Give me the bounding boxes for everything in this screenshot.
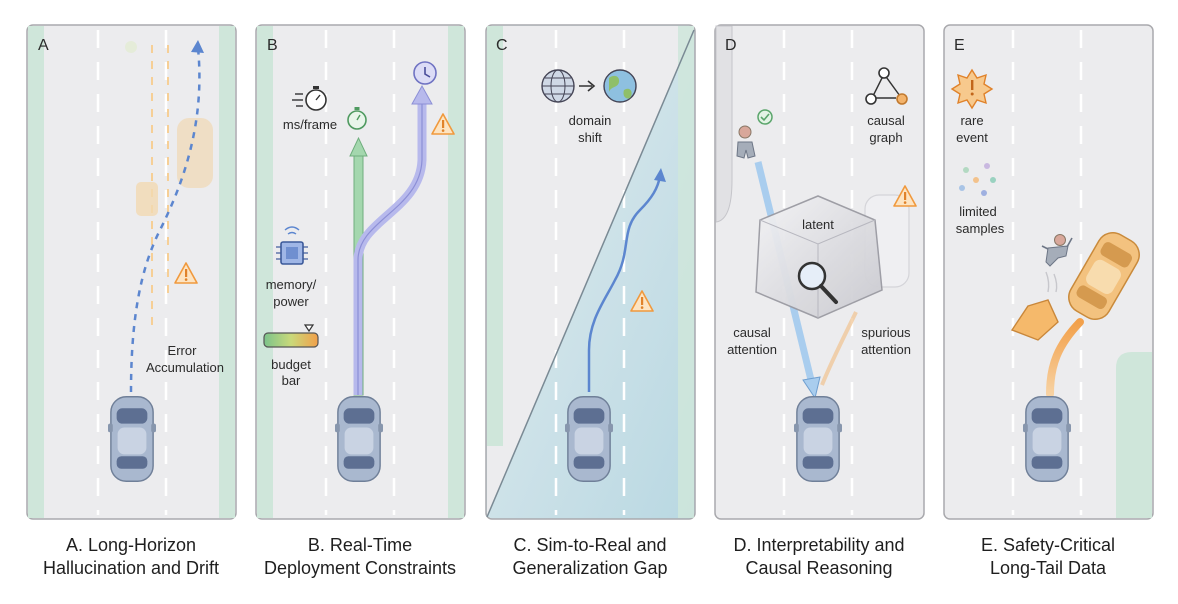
caption-line: E. Safety-Critical xyxy=(980,535,1116,555)
panel-letter: B xyxy=(267,37,278,54)
ego-car-icon xyxy=(794,396,842,482)
faded-marker-icon xyxy=(125,41,137,53)
budget-label: budget xyxy=(271,357,311,372)
caption-line: Causal Reasoning xyxy=(745,558,893,578)
panel-c: domain shift C xyxy=(485,24,696,520)
check-icon xyxy=(757,109,773,125)
ghost-car-icon xyxy=(177,118,213,188)
power-label: power xyxy=(273,294,309,309)
bar-label: bar xyxy=(282,373,301,388)
ego-car-icon xyxy=(565,396,613,482)
caption-e: E. Safety-Critical Long-Tail Data xyxy=(936,534,1160,580)
drift-path xyxy=(129,47,201,393)
event-label: event xyxy=(956,130,988,145)
ghost-car-icon xyxy=(136,182,158,216)
spurious-attention-path xyxy=(820,311,858,386)
caption-c: C. Sim-to-Real and Generalization Gap xyxy=(478,534,702,580)
scatter-dots-icon xyxy=(959,163,996,196)
caption-line: C. Sim-to-Real and xyxy=(513,535,667,555)
spurious-attention-label: spurious xyxy=(861,325,911,340)
orange-car-icon xyxy=(1068,232,1140,320)
pedestrian-icon xyxy=(736,125,756,159)
ego-car-icon xyxy=(1023,396,1071,482)
panel-b: ms/frame memory/ power budget bar B xyxy=(255,24,466,520)
ms-frame-label: ms/frame xyxy=(283,117,337,132)
panel-letter: E xyxy=(954,37,965,54)
panel-letter: D xyxy=(725,37,737,54)
error-label: Error xyxy=(168,343,198,358)
panel-e: rare event limited samples E xyxy=(943,24,1154,520)
debris-box-icon xyxy=(1010,299,1059,341)
ego-car-icon xyxy=(108,396,156,482)
clock-icon xyxy=(413,61,437,85)
rare-label: rare xyxy=(960,113,983,128)
samples-label: samples xyxy=(956,221,1005,236)
chip-icon xyxy=(276,226,308,265)
memory-label: memory/ xyxy=(266,277,317,292)
motion-lines xyxy=(1045,271,1058,293)
rare-event-icon xyxy=(950,68,994,110)
caption-a: A. Long-Horizon Hallucination and Drift xyxy=(19,534,243,580)
budget-bar-icon xyxy=(263,324,319,348)
panel-a: A Error Accumulation xyxy=(26,24,237,520)
caption-line: B. Real-Time xyxy=(307,535,413,555)
caption-line: Generalization Gap xyxy=(512,558,668,578)
shift-label: shift xyxy=(578,130,602,145)
accumulation-label: Accumulation xyxy=(146,360,224,375)
causal-attention-label: causal xyxy=(733,325,771,340)
magnifier-icon xyxy=(797,261,838,304)
causal-graph-label: causal xyxy=(867,113,905,128)
ego-car-icon xyxy=(335,396,383,482)
stopwatch-fast-icon xyxy=(292,86,327,111)
causal-arrowhead-icon xyxy=(802,376,821,400)
earth-globe-icon xyxy=(603,69,637,103)
graph-label: graph xyxy=(869,130,902,145)
path-arrowhead-icon xyxy=(654,168,666,182)
latent-label: latent xyxy=(802,217,834,232)
limited-label: limited xyxy=(959,204,997,219)
spurious-attention-label-2: attention xyxy=(861,342,911,357)
sim-real-divider xyxy=(486,29,695,518)
green-arrowhead-icon xyxy=(349,136,368,157)
planned-path xyxy=(587,175,662,392)
attention-label: attention xyxy=(727,342,777,357)
grid-globe-icon xyxy=(541,69,575,103)
caption-line: A. Long-Horizon xyxy=(65,535,197,555)
latent-cube-icon xyxy=(755,195,883,319)
caption-b: B. Real-Time Deployment Constraints xyxy=(248,534,472,580)
panel-letter: A xyxy=(38,37,49,54)
panel-letter: C xyxy=(496,37,508,54)
causal-graph-icon xyxy=(865,67,908,105)
stopwatch-icon xyxy=(347,107,367,130)
falling-pedestrian-icon xyxy=(1041,234,1073,267)
drift-arrowhead-icon xyxy=(191,40,204,53)
swerve-trail xyxy=(1046,318,1084,398)
caption-line: D. Interpretability and xyxy=(733,535,905,555)
arrow-right-icon xyxy=(579,80,596,92)
caption-line: Hallucination and Drift xyxy=(42,558,220,578)
purple-arrowhead-icon xyxy=(411,84,433,105)
panel-d: causal graph latent causal attention spu… xyxy=(714,24,925,520)
caption-line: Long-Tail Data xyxy=(989,558,1107,578)
caption-line: Deployment Constraints xyxy=(263,558,457,578)
domain-label: domain xyxy=(569,113,612,128)
caption-d: D. Interpretability and Causal Reasoning xyxy=(707,534,931,580)
